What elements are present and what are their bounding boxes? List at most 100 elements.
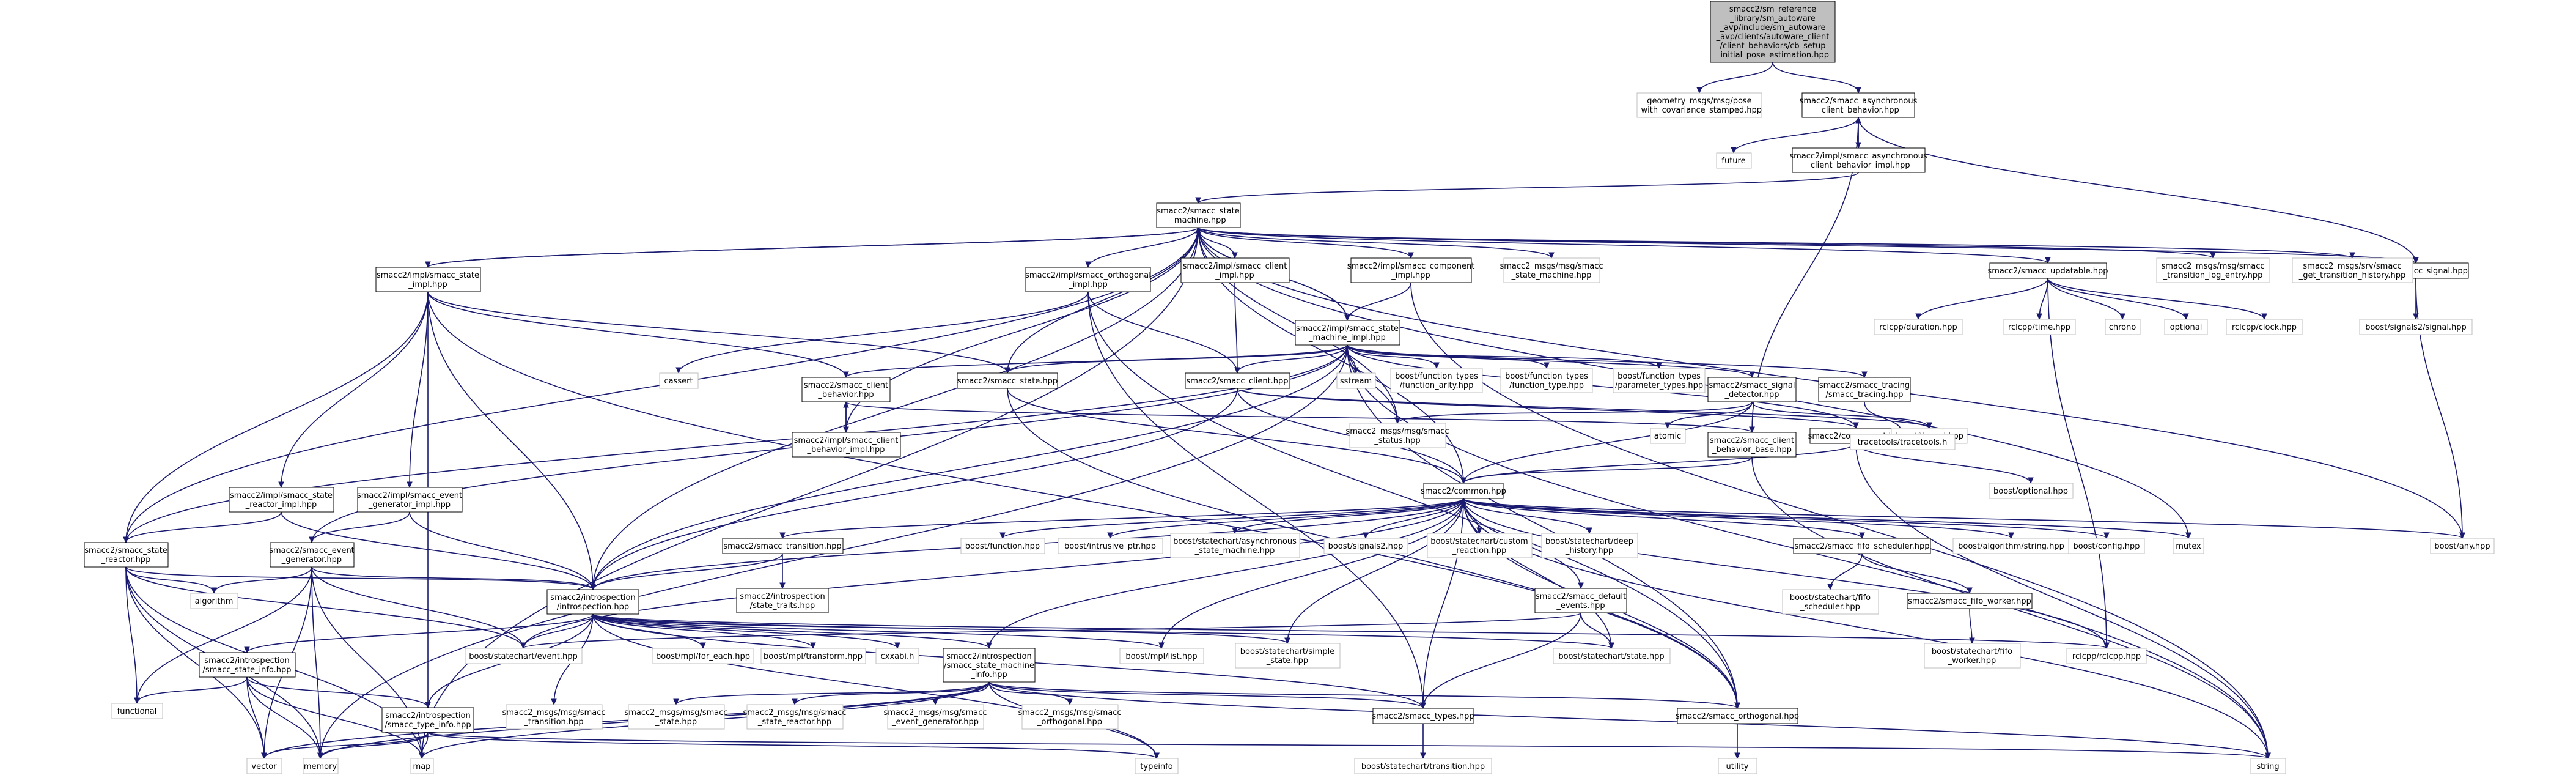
edge-arrowhead	[1586, 527, 1592, 535]
node-ft_function_type[interactable]: boost/function_types/function_type.hpp	[1500, 368, 1593, 393]
node-msg_state_reactor[interactable]: smacc2_msgs/msg/smacc_state_reactor.hpp	[743, 704, 847, 730]
node-fifo_worker[interactable]: smacc2/smacc_fifo_worker.hpp	[1907, 593, 2033, 609]
edge-state_info-to-memory	[246, 676, 323, 760]
node-ft_parameter_types[interactable]: boost/function_types/parameter_types.hpp	[1613, 368, 1706, 393]
node-updatable[interactable]: smacc2/smacc_updatable.hpp	[1987, 262, 2108, 279]
node-types[interactable]: smacc2/smacc_types.hpp	[1372, 708, 1474, 724]
node-tracing[interactable]: smacc2/smacc_tracing/smacc_tracing.hpp	[1818, 377, 1911, 402]
node-string[interactable]: string	[2250, 758, 2286, 774]
node-tracetools[interactable]: tracetools/tracetools.h	[1850, 434, 1956, 450]
node-msg_state_machine[interactable]: smacc2_msgs/msg/smacc_state_machine.hpp	[1500, 257, 1603, 283]
node-state_machine_impl[interactable]: smacc2/impl/smacc_state_machine_impl.hpp	[1295, 320, 1400, 346]
node-msg_orthogonal[interactable]: smacc2_msgs/msg/smacc_orthogonal.hpp	[1018, 704, 1122, 730]
node-optional[interactable]: optional	[2164, 319, 2208, 335]
node-event_generator_impl[interactable]: smacc2/impl/smacc_event_generator_impl.h…	[357, 487, 463, 513]
node-state_reactor_impl[interactable]: smacc2/impl/smacc_state_reactor_impl.hpp	[229, 487, 334, 513]
node-component_impl[interactable]: smacc2/impl/smacc_component_impl.hpp	[1347, 257, 1475, 283]
node-duration[interactable]: rclcpp/duration.hpp	[1874, 319, 1963, 335]
node-mutex[interactable]: mutex	[2173, 538, 2204, 554]
node-state_reactor[interactable]: smacc2/smacc_state_reactor.hpp	[84, 542, 169, 568]
node-rcl_clock[interactable]: rclcpp/clock.hpp	[2226, 319, 2303, 335]
node-client_behavior_base[interactable]: smacc2/smacc_client_behavior_base.hpp	[1707, 432, 1797, 458]
edge-arrowhead	[1853, 422, 1859, 429]
node-atomic[interactable]: atomic	[1650, 428, 1686, 444]
edge-root-to-geom_pose	[1696, 62, 1773, 94]
node-mpl_list[interactable]: boost/mpl/list.hpp	[1119, 648, 1204, 664]
node-sstream[interactable]: sstream	[1336, 372, 1376, 389]
edge-line	[427, 732, 1157, 759]
node-async_cb[interactable]: smacc2/smacc_asynchronous_client_behavio…	[1800, 92, 1918, 118]
node-sc_state[interactable]: boost/statechart/state.hpp	[1553, 648, 1671, 664]
node-intrusive_ptr[interactable]: boost/intrusive_ptr.hpp	[1058, 538, 1163, 554]
node-cxxabi[interactable]: cxxabi.h	[875, 648, 919, 664]
node-mpl_transform[interactable]: boost/mpl/transform.hpp	[760, 648, 866, 664]
node-msg_state[interactable]: smacc2_msgs/msg/smacc_state.hpp	[624, 704, 728, 730]
node-client_hpp[interactable]: smacc2/smacc_client.hpp	[1185, 372, 1290, 389]
edge-state_impl-to-state_machine	[427, 226, 1201, 268]
node-msg_status[interactable]: smacc2_msgs/msg/smacc_status.hpp	[1345, 423, 1449, 448]
node-orthogonal_impl[interactable]: smacc2/impl/smacc_orthogonal_impl.hpp	[1025, 267, 1151, 292]
edge-line	[1580, 612, 1612, 649]
node-vector[interactable]: vector	[246, 758, 282, 774]
node-client_behavior[interactable]: smacc2/smacc_client_behavior.hpp	[801, 377, 891, 402]
node-future[interactable]: future	[1716, 152, 1752, 169]
node-rclcpp[interactable]: rclcpp/rclcpp.hpp	[2066, 648, 2147, 664]
node-default_events[interactable]: smacc2/smacc_default_events.hpp	[1534, 588, 1627, 613]
node-mpl_for_each[interactable]: boost/mpl/for_each.hpp	[652, 648, 754, 664]
node-sc_async_sm[interactable]: boost/statechart/asynchronous_state_mach…	[1170, 533, 1300, 558]
node-label-line: /parameter_types.hpp	[1615, 381, 1703, 390]
node-sc_transition[interactable]: boost/statechart/transition.hpp	[1354, 758, 1492, 774]
node-sc_fifo_scheduler[interactable]: boost/statechart/fifo_scheduler.hpp	[1782, 589, 1879, 615]
node-signals2_signal[interactable]: boost/signals2/signal.hpp	[2359, 319, 2473, 335]
node-algo_string[interactable]: boost/algorithm/string.hpp	[1952, 538, 2070, 554]
node-client_impl[interactable]: smacc2/impl/smacc_client_impl.hpp	[1180, 257, 1290, 283]
node-typeinfo[interactable]: typeinfo	[1135, 758, 1179, 774]
node-utility[interactable]: utility	[1718, 758, 1757, 774]
node-boost_any[interactable]: boost/any.hpp	[2430, 538, 2495, 554]
node-box	[381, 707, 474, 733]
node-state_machine[interactable]: smacc2/smacc_state_machine.hpp	[1156, 202, 1241, 228]
node-label: map	[413, 762, 431, 771]
node-state_traits[interactable]: smacc2/introspection/state_traits.hpp	[736, 588, 829, 613]
edge-line	[592, 613, 704, 649]
node-client_behavior_impl[interactable]: smacc2/impl/smacc_client_behavior_impl.h…	[792, 432, 901, 458]
node-msg_event_generator[interactable]: smacc2_msgs/msg/smacc_event_generator.hp…	[883, 704, 987, 730]
node-signals2[interactable]: boost/signals2.hpp	[1323, 538, 1408, 554]
node-introspection[interactable]: smacc2/introspection/introspection.hpp	[546, 589, 639, 615]
node-boost_config[interactable]: boost/config.hpp	[2068, 538, 2145, 554]
node-async_cb_impl[interactable]: smacc2/impl/smacc_asynchronous_client_be…	[1789, 147, 1927, 173]
node-transition_hpp[interactable]: smacc2/smacc_transition.hpp	[722, 538, 844, 554]
node-geom_pose[interactable]: geometry_msgs/msg/pose_with_covariance_s…	[1636, 92, 1762, 118]
node-sc_simple_state[interactable]: boost/statechart/simple_state.hpp	[1235, 643, 1341, 669]
node-msg_transition_log[interactable]: smacc2_msgs/msg/smacc_transition_log_ent…	[2156, 257, 2270, 283]
node-state_info[interactable]: smacc2/introspection/smacc_state_info.hp…	[199, 652, 296, 678]
node-event_generator[interactable]: smacc2/smacc_event_generator.hpp	[269, 542, 355, 568]
node-sc_event[interactable]: boost/statechart/event.hpp	[465, 648, 583, 664]
node-state_hpp[interactable]: smacc2/smacc_state.hpp	[957, 372, 1058, 389]
node-srv_transition_history[interactable]: smacc2_msgs/srv/smacc_get_transition_his…	[2292, 257, 2413, 283]
node-msg_transition[interactable]: smacc2_msgs/msg/smacc_transition.hpp	[502, 704, 606, 730]
node-boost_function[interactable]: boost/function.hpp	[960, 538, 1045, 554]
node-algorithm[interactable]: algorithm	[190, 593, 238, 609]
node-type_info[interactable]: smacc2/introspection/smacc_type_info.hpp	[381, 707, 474, 733]
node-cassert[interactable]: cassert	[659, 372, 699, 389]
node-common[interactable]: smacc2/common.hpp	[1421, 483, 1506, 499]
node-memory[interactable]: memory	[303, 758, 339, 774]
node-state_impl[interactable]: smacc2/impl/smacc_state_impl.hpp	[375, 267, 481, 292]
node-sc_custom_reaction[interactable]: boost/statechart/custom_reaction.hpp	[1427, 533, 1533, 558]
node-boost_optional[interactable]: boost/optional.hpp	[1989, 483, 2074, 499]
node-functional[interactable]: functional	[111, 703, 163, 719]
node-label-line: rclcpp/rclcpp.hpp	[2072, 652, 2141, 661]
node-rcl_time[interactable]: rclcpp/time.hpp	[2003, 319, 2076, 335]
node-signal_detector[interactable]: smacc2/smacc_signal_detector.hpp	[1707, 377, 1797, 402]
edge-arrowhead	[675, 367, 682, 374]
node-orthogonal[interactable]: smacc2/smacc_orthogonal.hpp	[1676, 708, 1799, 724]
node-sm_info[interactable]: smacc2/introspection/smacc_state_machine…	[943, 648, 1036, 683]
node-fifo_scheduler[interactable]: smacc2/smacc_fifo_scheduler.hpp	[1793, 538, 1931, 554]
node-label-line: tracetools/tracetools.h	[1858, 438, 1948, 447]
node-sc_fifo_worker[interactable]: boost/statechart/fifo_worker.hpp	[1924, 643, 2021, 669]
node-ft_function_arity[interactable]: boost/function_types/function_arity.hpp	[1390, 368, 1483, 393]
node-sc_deep_history[interactable]: boost/statechart/deep_history.hpp	[1541, 533, 1638, 558]
node-map[interactable]: map	[410, 758, 434, 774]
node-chrono[interactable]: chrono	[2105, 319, 2141, 335]
